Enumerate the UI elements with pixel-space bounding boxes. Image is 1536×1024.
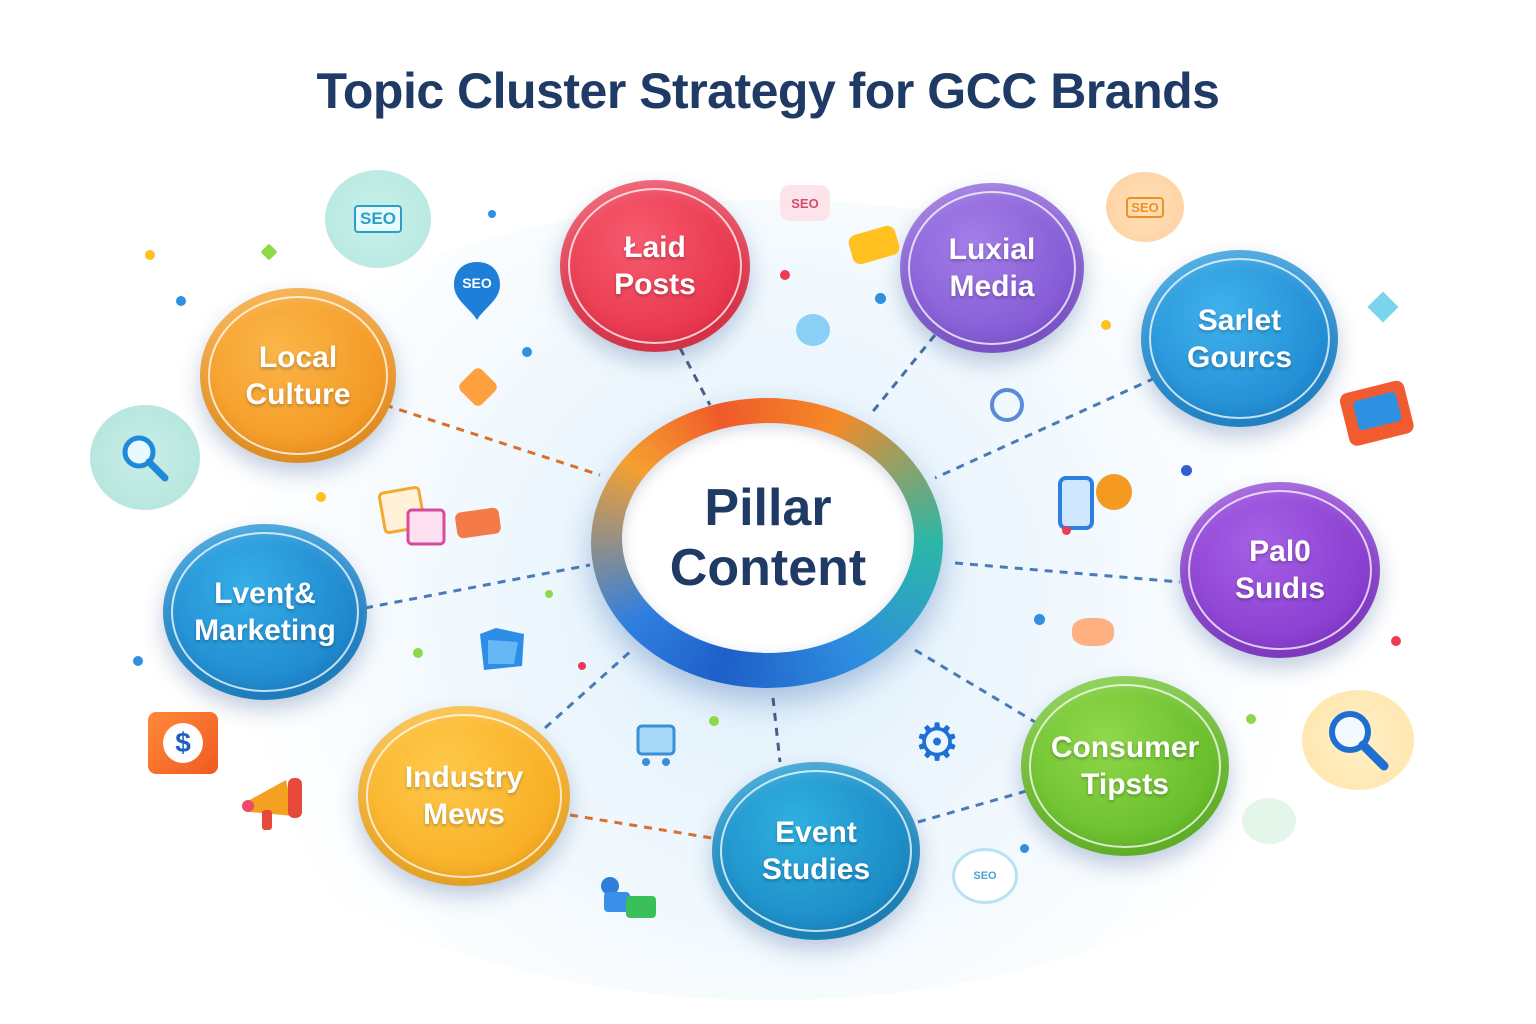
seo-badge-icon: SEO — [325, 170, 431, 268]
confetti-dot — [545, 590, 553, 598]
share-shape — [601, 877, 656, 918]
seo-location-pin-icon: SEO — [452, 260, 502, 322]
blue-folder-icon — [474, 620, 530, 676]
magnifier-left-icon — [90, 405, 200, 510]
connector-event-marketing — [364, 563, 591, 610]
magnifier-shape — [122, 435, 169, 481]
node-line2: Posts — [614, 268, 696, 301]
connector-event-studies — [771, 697, 782, 763]
confetti-dot — [1391, 636, 1401, 646]
confetti-dot — [709, 716, 719, 726]
confetti-dot — [413, 648, 423, 658]
confetti-dot — [1181, 465, 1192, 476]
confetti-dot — [1034, 614, 1045, 625]
connector-paid-posts — [678, 347, 712, 406]
magnifier-right-icon — [1302, 690, 1414, 790]
confetti-dot — [488, 210, 496, 218]
seo-circle-icon: SEO — [952, 848, 1018, 904]
cart-shape — [636, 724, 676, 766]
connector-sarlet-gourcs — [934, 376, 1156, 480]
node-line1: Industry — [404, 761, 524, 794]
cookie-icon — [1072, 618, 1114, 646]
money-wallet-icon: $ — [148, 712, 218, 774]
document-chart-icon — [378, 484, 452, 550]
pin-shape — [454, 262, 500, 320]
node-line1: Łaid — [624, 231, 686, 264]
node-line2: Gourcs — [1186, 340, 1293, 374]
node-line1: Sarlet — [1197, 303, 1282, 337]
connector-industry-news — [543, 648, 634, 730]
connector-luxial-media — [868, 334, 937, 416]
node-line2: Marketing — [194, 614, 336, 647]
connector-consumer-event — [917, 788, 1031, 824]
node-line1: Local — [258, 340, 338, 374]
connector-consumer-tips — [914, 648, 1036, 724]
node-line1: Consumer — [1050, 731, 1200, 764]
connector-industry-event — [569, 813, 713, 840]
confetti-dot — [145, 250, 155, 260]
page-title: Topic Cluster Strategy for GCC Brands — [316, 63, 1220, 119]
seo-tag-icon: SEO — [780, 185, 830, 221]
confetti-dot — [1246, 714, 1256, 724]
confetti-dot — [1020, 844, 1029, 853]
node-line1: Pal0 — [1249, 535, 1311, 568]
node-line2: Mews — [423, 798, 505, 831]
chat-bubble-icon — [796, 314, 830, 346]
confetti-dot — [578, 662, 586, 670]
shopping-cart-icon — [630, 720, 680, 768]
confetti-dot — [780, 270, 790, 280]
node-line2: Suıdıs — [1234, 572, 1325, 605]
card-shape — [1339, 380, 1414, 446]
node-event-marketing[interactable]: Lvenʈ&Marketing — [163, 524, 367, 700]
analytics-card-icon — [1338, 380, 1422, 452]
settings-gear-icon: ⚙ — [913, 714, 961, 772]
node-line1: Luxial — [948, 233, 1036, 266]
megaphone-icon — [236, 768, 322, 834]
pillar-content-node[interactable]: Pillar Content — [622, 423, 914, 653]
confetti-dot — [522, 347, 532, 357]
megaphone-shape — [242, 778, 302, 830]
bell-icon — [990, 388, 1024, 422]
seo-coin-icon: SEO — [1106, 172, 1184, 242]
node-line2: Tipsts — [1081, 768, 1169, 801]
node-line2: Media — [949, 270, 1035, 303]
node-line1: Lvenʈ& — [214, 577, 316, 610]
phone-shape — [1058, 474, 1132, 530]
document-shape — [378, 485, 446, 546]
magnifier-shape — [1329, 711, 1389, 771]
folder-shape — [480, 628, 524, 670]
confetti-dot — [133, 656, 143, 666]
node-line2: Studies — [761, 853, 871, 886]
node-line1: Event — [775, 816, 857, 849]
connector-local-culture — [384, 403, 601, 477]
connector-paid-suids — [954, 561, 1181, 584]
share-network-icon — [590, 868, 664, 924]
confetti-dot — [316, 492, 326, 502]
mobile-phone-icon — [1054, 470, 1140, 532]
confetti-dot — [875, 293, 886, 304]
soft-green-circle — [1242, 798, 1296, 844]
pillar-content-label: Pillar Content — [669, 479, 867, 597]
confetti-dot — [1101, 320, 1111, 330]
node-line2: Culture — [245, 377, 351, 411]
confetti-dot — [176, 296, 186, 306]
confetti-dot — [1062, 526, 1071, 535]
